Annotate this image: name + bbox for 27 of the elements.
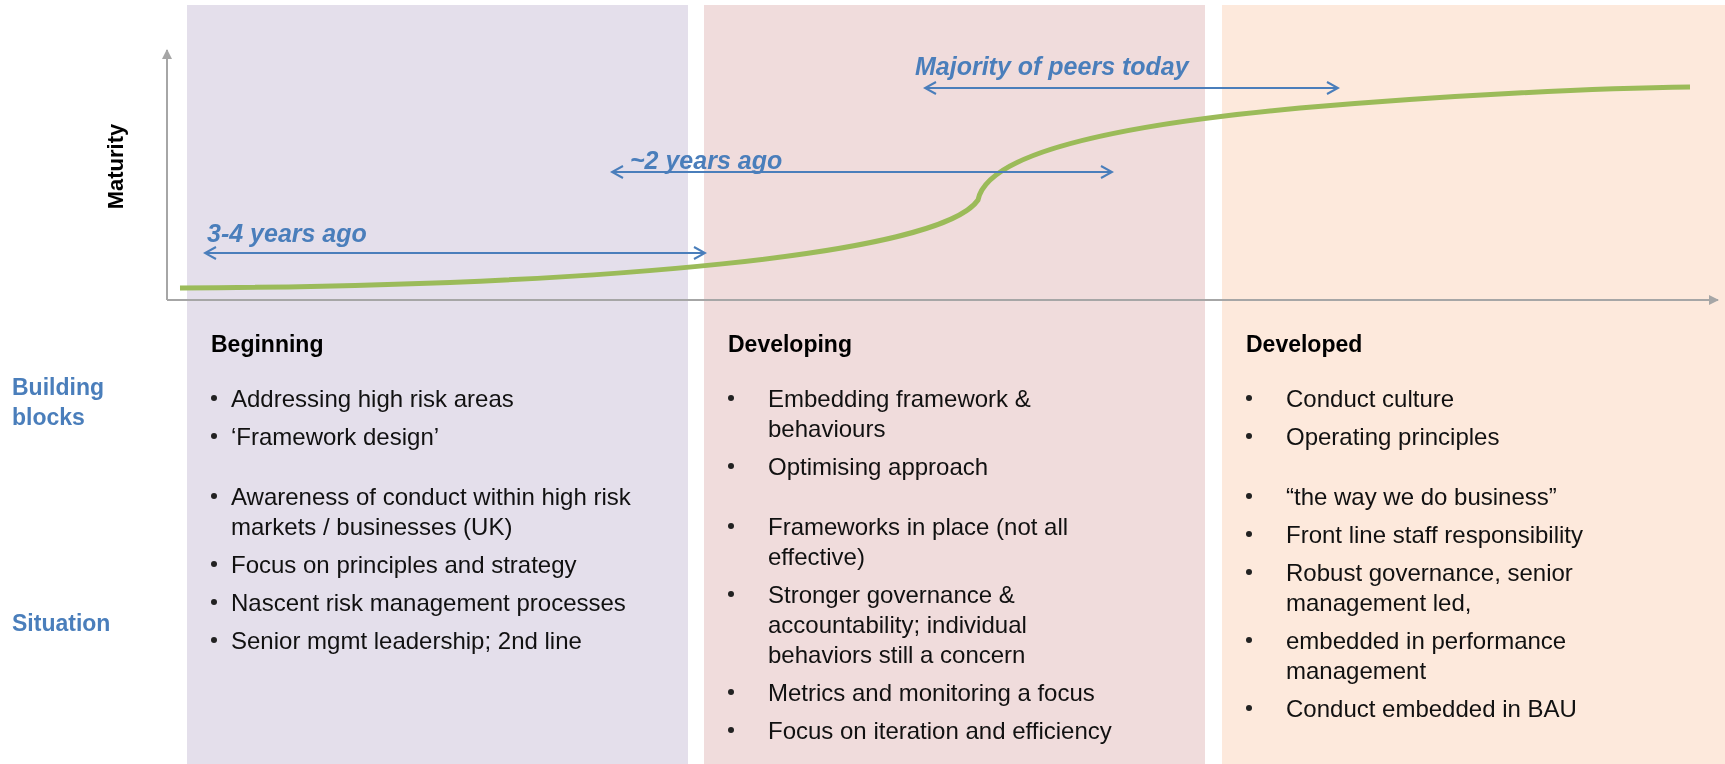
bullet-text: Embedding framework & behaviours: [768, 383, 1032, 444]
bullet-text: Stronger governance & accountability; individual behaviors still a concern: [768, 579, 1028, 670]
stage-heading: Developed: [1246, 330, 1364, 359]
bullet-text: Frameworks in place (not all effective): [768, 511, 1070, 572]
bullet-text: Focus on iteration and efficiency: [768, 715, 1112, 746]
bullet-text: Conduct embedded in BAU: [1286, 693, 1577, 724]
bullet-text: embedded in performance management: [1286, 625, 1568, 686]
period-label: 3-4 years ago: [207, 218, 367, 249]
bullet-text: “the way we do business”: [1286, 481, 1557, 512]
bullet-text: Conduct culture: [1286, 383, 1455, 414]
bullet-text: Robust governance, senior management led,: [1286, 557, 1574, 618]
bullet-text: Optimising approach: [768, 451, 989, 482]
row-label: Situation: [12, 609, 112, 638]
bullet-text: Focus on principles and strategy: [231, 549, 577, 580]
axis-label: Maturity: [101, 122, 129, 212]
bullet-text: Awareness of conduct within high risk markets / businesses (UK): [231, 481, 632, 542]
period-label: Majority of peers today: [915, 51, 1189, 82]
stage-heading: Beginning: [211, 330, 325, 359]
bullet-text: ‘Framework design’: [231, 421, 440, 452]
bullet-text: Senior mgmt leadership; 2nd line: [231, 625, 582, 656]
stage-heading: Developing: [728, 330, 853, 359]
bullet-text: Front line staff responsibility: [1286, 519, 1584, 550]
row-label: Building blocks: [12, 373, 105, 432]
bullet-text: Metrics and monitoring a focus: [768, 677, 1095, 708]
bullet-text: Operating principles: [1286, 421, 1500, 452]
bullet-text: Addressing high risk areas: [231, 383, 514, 414]
bullet-text: Nascent risk management processes: [231, 587, 626, 618]
